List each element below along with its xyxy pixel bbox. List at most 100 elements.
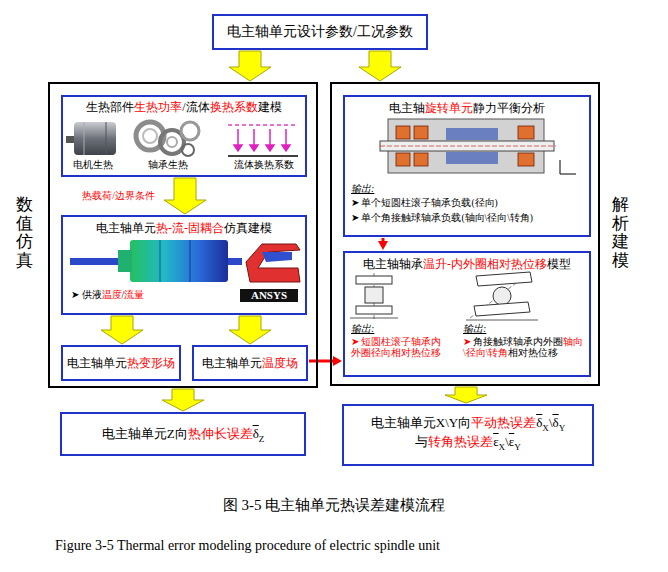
text-run: 电机生热 <box>73 160 113 170</box>
node-text: ➤ 短圆柱滚子轴承内外圈径向相对热位移 <box>351 337 449 360</box>
text-run: 热载荷/边界条件 <box>82 190 155 201</box>
text-run: \ <box>505 434 509 449</box>
text-run: ε <box>509 434 514 449</box>
text-run: 输出: <box>351 183 374 194</box>
label: Figure 3-5 Thermal error modeling proced… <box>55 538 655 555</box>
red-arrow <box>378 238 388 250</box>
text-run: 电主轴 <box>389 101 425 115</box>
text-run: 数值仿真 <box>16 195 33 270</box>
text-run: ➤ 供液 <box>71 289 102 300</box>
ball-bearing-image <box>466 272 538 320</box>
text-run: / <box>122 289 125 300</box>
input-box: 电主轴单元设计参数/工况参数 <box>212 14 428 50</box>
text-run: 温度场 <box>262 356 298 370</box>
text-slot: 生热部件生热功率/流体换热系数建模 <box>63 100 305 114</box>
text-run: 仿真建模 <box>224 221 272 235</box>
panel: 数值仿真生热部件生热功率/流体换热系数建模电主轴单元热-流-固耦合仿真建模➤ 供… <box>48 82 318 388</box>
text-run: 换热系数 <box>210 100 258 114</box>
text-run: 生热部件 <box>86 100 134 114</box>
text-run: 电主轴单元 <box>67 356 127 370</box>
text-slot: 热载荷/边界条件 <box>80 190 157 202</box>
figure-caption: 图 3-5 电主轴单元热误差建模流程 <box>0 496 668 514</box>
text-slot: ➤ 供液温度/流量 <box>71 289 221 301</box>
block-arrow <box>162 389 204 411</box>
text-slot: 输出: <box>351 323 401 335</box>
text-run: \ <box>549 415 553 430</box>
text-run: ANSYS <box>251 289 287 301</box>
text-run: 电主轴单元设计参数/工况参数 <box>227 24 413 39</box>
text-slot: 输出: <box>351 183 411 195</box>
block-arrow <box>229 316 271 344</box>
node-title: 电主轴单元X\Y向平动热误差δX\δY 与转角热误差εX\εY <box>344 415 592 452</box>
text-run: ε <box>493 434 498 449</box>
text-run: 图 3-5 电主轴单元热误差建模流程 <box>223 497 446 513</box>
result-box: 电主轴单元温度场 <box>192 345 308 381</box>
text-run: 温升-内外圈相对热位移 <box>423 257 547 271</box>
flow-arrow <box>164 178 206 214</box>
text-run: 解析建模 <box>612 195 629 270</box>
block-arrow <box>359 51 401 81</box>
text-slot: 解析建模 <box>612 196 629 271</box>
output-box: 电主轴单元X\Y向平动热误差δX\δY 与转角热误差εX\εY <box>342 404 594 466</box>
text-run: Y <box>514 441 521 451</box>
text-run: 流体换热系数 <box>234 160 294 170</box>
text-slot: ➤ 单个角接触球轴承负载(轴向\径向\转角) <box>351 213 587 224</box>
text-slot: Figure 3-5 Thermal error modeling proced… <box>55 538 655 555</box>
text-run: 电主轴单元Z向 <box>102 426 188 441</box>
text-run: 相对热位移 <box>508 348 558 358</box>
label: 流体换热系数 <box>228 160 300 171</box>
flow-arrow <box>229 51 271 81</box>
result-box: 电主轴单元热变形场 <box>61 345 181 381</box>
text-run: 角接触球轴承内外圈 <box>473 337 563 347</box>
text-run: 热变形场 <box>127 356 175 370</box>
text-slot: 电主轴单元X\Y向平动热误差δX\δY 与转角热误差εX\εY <box>344 415 592 452</box>
text-slot: ➤ 角接触球轴承内外圈轴向\径向\转角相对热位移 <box>463 337 587 360</box>
text-slot: 流体换热系数 <box>228 160 300 171</box>
text-run: 轴承生热 <box>148 160 188 170</box>
text-run: 模型 <box>547 257 571 271</box>
text-slot: 电主轴单元温度场 <box>194 356 306 370</box>
node-title: 电主轴单元设计参数/工况参数 <box>214 24 426 41</box>
flow-arrow <box>162 389 204 411</box>
arrow-head <box>333 356 342 366</box>
fem-model-image <box>70 240 300 282</box>
text-run: Figure 3-5 Thermal error modeling proced… <box>55 538 440 553</box>
node-title: 电主轴单元Z向热伸长误差δZ <box>62 426 304 445</box>
node-title: 电主轴轴承温升-内外圈相对热位移模型 <box>345 257 589 271</box>
label: ANSYS <box>240 289 298 302</box>
node-text: 输出: <box>351 323 401 335</box>
text-run: 旋转单元 <box>425 101 473 115</box>
node-text: ➤ 单个短圆柱滚子轴承负载(径向) <box>351 198 587 209</box>
text-slot: 电主轴旋转单元静力平衡分析 <box>345 101 589 115</box>
text-run: ➤ 单个短圆柱滚子轴承负载(径向) <box>351 198 498 208</box>
text-run: δ <box>536 415 542 430</box>
motor-image <box>66 122 116 155</box>
panel: 解析建模电主轴旋转单元静力平衡分析输出:➤ 单个短圆柱滚子轴承负载(径向)➤ 单… <box>330 82 600 386</box>
node-title: 电主轴旋转单元静力平衡分析 <box>345 101 589 115</box>
text-run: 电主轴单元 <box>202 356 262 370</box>
text-run: 生热功率 <box>134 100 182 114</box>
block-arrow <box>101 316 143 344</box>
text-run: 流量 <box>124 289 144 300</box>
node-text: ➤ 角接触球轴承内外圈轴向\径向\转角相对热位移 <box>463 337 587 360</box>
text-run: 输出: <box>463 323 486 334</box>
text-run: 平动热误差 <box>471 415 536 430</box>
bearing-image <box>136 122 199 156</box>
node-title: 电主轴单元温度场 <box>194 356 306 370</box>
text-slot: 轴承生热 <box>138 160 198 171</box>
spindle-section-image <box>380 119 576 174</box>
text-run: ➤ <box>463 337 473 347</box>
node-title: 电主轴单元热变形场 <box>63 356 179 370</box>
node-title: 数值仿真 <box>16 196 33 271</box>
text-run: 电主轴单元 <box>96 221 156 235</box>
text-slot: 数值仿真 <box>16 196 33 271</box>
arrow-head <box>378 241 388 250</box>
roller-bearing-image <box>350 273 398 320</box>
output-box: 电主轴单元Z向热伸长误差δZ <box>60 412 306 456</box>
flow-arrow <box>359 51 401 81</box>
red-arrow <box>309 356 342 366</box>
text-slot: 电主轴单元热变形场 <box>63 356 179 370</box>
node-title: 解析建模 <box>612 196 629 271</box>
text-run: 电主轴轴承 <box>363 257 423 271</box>
